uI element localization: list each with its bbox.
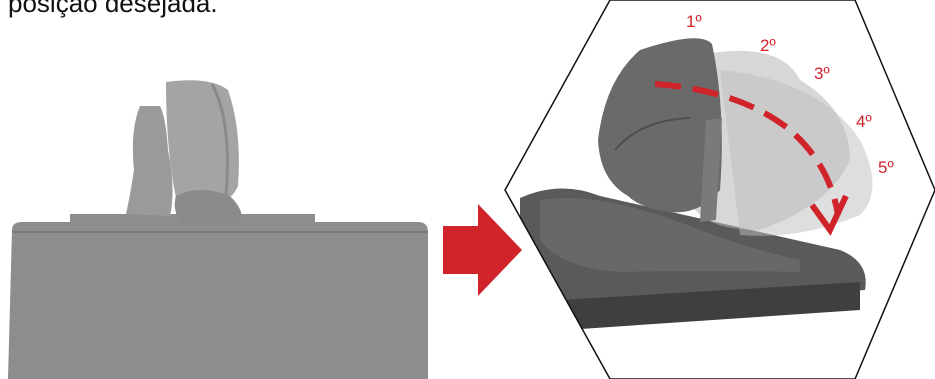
sofa-side-view — [8, 80, 428, 379]
right-arrow-icon — [443, 204, 522, 296]
position-label-4: 4º — [856, 112, 872, 132]
position-label-1: 1º — [686, 12, 702, 32]
position-label-3: 3º — [814, 64, 830, 84]
recline-hexagon — [505, 0, 935, 379]
position-label-2: 2º — [760, 36, 776, 56]
position-label-5: 5º — [878, 158, 894, 178]
